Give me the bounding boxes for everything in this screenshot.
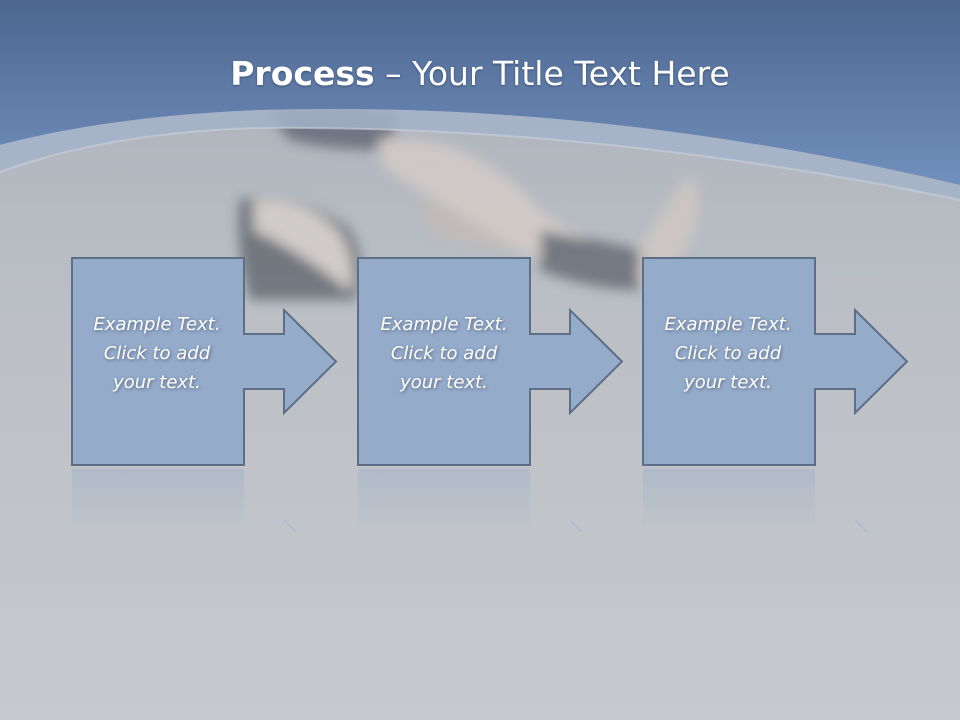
title-rest: – Your Title Text Here [374, 54, 730, 93]
step-text-line: your text. [684, 372, 772, 393]
header-band [0, 0, 960, 185]
step-text-line: Click to add [103, 343, 211, 364]
process-reflections [72, 469, 868, 534]
step-3-text[interactable]: Example Text. Click to add your text. [642, 310, 814, 397]
process-step-shape[interactable] [642, 257, 909, 466]
step-text-line: your text. [113, 372, 201, 393]
process-step-reflection [358, 469, 530, 534]
slide-title[interactable]: Process – Your Title Text Here [0, 52, 960, 96]
process-step-shape[interactable] [71, 257, 338, 466]
process-step-reflection [72, 469, 244, 534]
process-step-shape[interactable] [357, 257, 624, 466]
step-text-line: Example Text. [93, 314, 221, 335]
step-text-line: Click to add [390, 343, 498, 364]
step-text-line: Click to add [674, 343, 782, 364]
process-arrow-reflection [569, 519, 583, 533]
step-text-line: Example Text. [380, 314, 508, 335]
step-text-line: your text. [400, 372, 488, 393]
step-1-text[interactable]: Example Text. Click to add your text. [71, 310, 243, 397]
step-2-text[interactable]: Example Text. Click to add your text. [358, 310, 530, 397]
process-shapes [71, 257, 909, 466]
background-photo-figure [238, 105, 699, 300]
process-arrow-reflection [854, 519, 868, 533]
header-arc [0, 108, 960, 200]
process-step-reflection [643, 469, 815, 534]
title-bold: Process [230, 54, 375, 93]
process-arrow-reflection [283, 519, 297, 533]
step-text-line: Example Text. [664, 314, 792, 335]
